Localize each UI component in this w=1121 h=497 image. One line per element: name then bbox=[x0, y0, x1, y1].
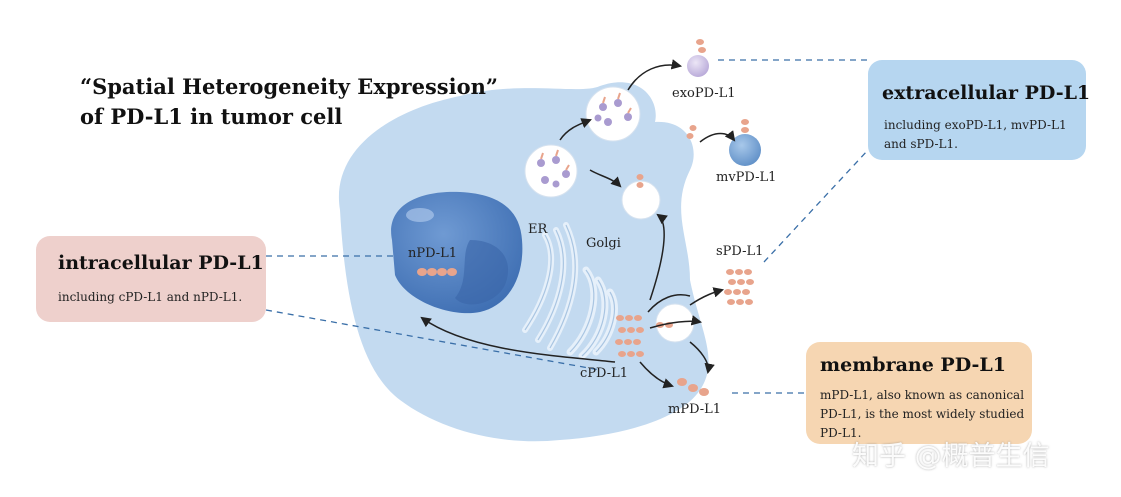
membrane-title: membrane PD-L1 bbox=[820, 354, 1007, 376]
extracellular-box: extracellular PD-L1 including exoPD-L1, … bbox=[868, 60, 1090, 160]
spdl1-cluster bbox=[724, 269, 754, 305]
mvpdl1-particle bbox=[729, 134, 761, 166]
npdl1-protein bbox=[417, 268, 457, 276]
membrane-desc: mPD-L1, also known as canonical PD-L1, i… bbox=[820, 388, 1025, 440]
label-mpdl1: mPD-L1 bbox=[668, 402, 722, 417]
watermark: 知乎 @概普生信 bbox=[852, 441, 1050, 472]
label-mvpdl1: mvPD-L1 bbox=[716, 170, 777, 185]
label-er: ER bbox=[528, 222, 548, 237]
membrane-box: membrane PD-L1 mPD-L1, also known as can… bbox=[806, 342, 1032, 444]
label-cpdl1: cPD-L1 bbox=[580, 366, 628, 381]
pathway-arrows bbox=[420, 59, 736, 389]
multivesicular-body-left bbox=[524, 144, 578, 198]
intracellular-desc: including cPD-L1 and nPD-L1. bbox=[58, 290, 243, 304]
budding-pdl1 bbox=[636, 125, 697, 188]
figure-title: “Spatial Heterogeneity Expression” of PD… bbox=[80, 72, 498, 132]
exopdl1-protein bbox=[696, 39, 706, 53]
extracellular-title: extracellular PD-L1 bbox=[882, 82, 1091, 104]
nucleus-shadow bbox=[455, 240, 509, 305]
nucleus-highlight bbox=[406, 208, 434, 222]
mpdl1-protein bbox=[677, 378, 709, 396]
figure-title-line1: “Spatial Heterogeneity Expression” bbox=[80, 74, 498, 99]
secretory-vesicle bbox=[621, 180, 661, 220]
tumor-cell-body bbox=[338, 82, 709, 442]
intracellular-title: intracellular PD-L1 bbox=[58, 252, 264, 274]
extracellular-desc: including exoPD-L1, mvPD-L1 and sPD-L1. bbox=[884, 118, 1067, 151]
mvpdl1-protein bbox=[741, 119, 749, 133]
label-golgi: Golgi bbox=[586, 236, 621, 251]
intracellular-box: intracellular PD-L1 including cPD-L1 and… bbox=[36, 236, 266, 322]
label-spdl1: sPD-L1 bbox=[716, 244, 764, 259]
connector-lines bbox=[265, 59, 869, 394]
label-npdl1: nPD-L1 bbox=[408, 246, 458, 261]
multivesicular-body-top bbox=[585, 86, 641, 142]
figure-title-line2: of PD-L1 in tumor cell bbox=[80, 104, 343, 129]
label-exopdl1: exoPD-L1 bbox=[672, 86, 736, 101]
exopdl1-particle bbox=[687, 55, 709, 77]
exosome-particles bbox=[537, 99, 632, 188]
